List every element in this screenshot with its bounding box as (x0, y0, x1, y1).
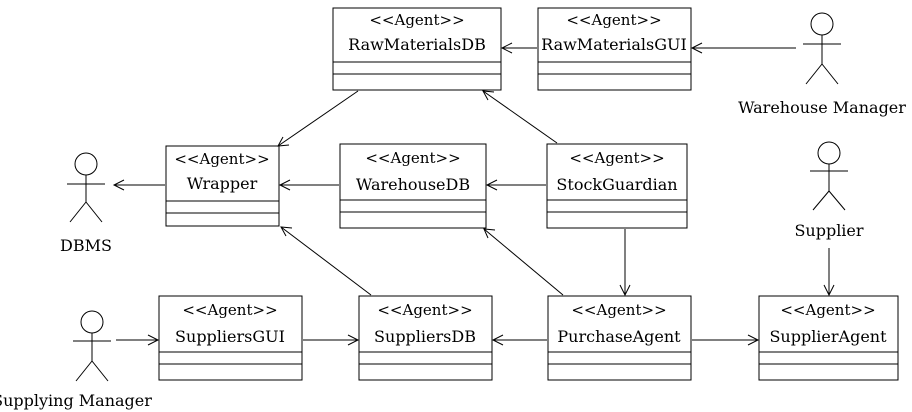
arrow-suppliers-gui-to-suppliers-db (303, 334, 360, 346)
agent-stereotype: <<Agent>> (377, 301, 472, 319)
agent-name: StockGuardian (556, 175, 677, 194)
agent-stock-guardian: <<Agent>> StockGuardian (546, 143, 688, 229)
actor-label-dbms: DBMS (60, 236, 112, 255)
agent-stereotype: <<Agent>> (571, 301, 666, 319)
actor-warehouse-manager (803, 12, 841, 85)
arrow-raw-materials-gui-to-raw-materials-db (500, 42, 537, 54)
arrow-wrapper-to-dbms (112, 179, 165, 191)
agent-name: Wrapper (187, 174, 258, 193)
agent-name: PurchaseAgent (557, 327, 681, 346)
agent-stereotype: <<Agent>> (569, 149, 664, 167)
actor-label-supplying-manager: Supplying Manager (0, 391, 152, 410)
arrow-supplier-to-supplier-agent (823, 248, 835, 297)
actor-label-warehouse-manager: Warehouse Manager (738, 98, 906, 117)
agent-raw-materials-gui: <<Agent>> RawMaterialsGUI (537, 7, 692, 91)
arrow-warehouse-manager-to-raw-materials-gui (690, 42, 796, 54)
agent-stereotype: <<Agent>> (182, 301, 277, 319)
agent-supplier-agent: <<Agent>> SupplierAgent (758, 295, 899, 381)
arrow-stock-guardian-to-purchase-agent (619, 229, 631, 297)
agent-raw-materials-db: <<Agent>> RawMaterialsDB (332, 7, 502, 91)
agent-warehouse-db: <<Agent>> WarehouseDB (339, 143, 487, 229)
actor-label-supplier: Supplier (794, 221, 863, 240)
arrow-purchase-agent-to-suppliers-db (491, 334, 547, 346)
agent-name: RawMaterialsGUI (541, 35, 687, 54)
arrow-supplying-manager-to-suppliers-gui (116, 334, 160, 346)
actor-supplying-manager (73, 310, 111, 382)
agent-name: SuppliersGUI (175, 327, 285, 346)
agent-stereotype: <<Agent>> (566, 11, 661, 29)
agent-stereotype: <<Agent>> (369, 11, 464, 29)
agent-wrapper: <<Agent>> Wrapper (165, 145, 280, 227)
agent-stereotype: <<Agent>> (365, 149, 460, 167)
agent-suppliers-gui: <<Agent>> SuppliersGUI (158, 295, 303, 381)
agent-stereotype: <<Agent>> (174, 150, 269, 168)
agent-name: SuppliersDB (374, 327, 476, 346)
agent-name: RawMaterialsDB (348, 35, 486, 54)
arrow-purchase-agent-to-supplier-agent (692, 334, 760, 346)
actor-supplier (810, 141, 848, 211)
arrow-warehouse-db-to-wrapper (278, 179, 339, 191)
actor-dbms (67, 152, 105, 223)
arrow-raw-materials-db-to-wrapper (277, 90, 359, 147)
arrow-purchase-agent-to-warehouse-db (483, 228, 564, 296)
arrow-stock-guardian-to-warehouse-db (485, 179, 546, 191)
agent-stereotype: <<Agent>> (780, 301, 875, 319)
agent-name: WarehouseDB (356, 175, 470, 194)
agent-name: SupplierAgent (769, 327, 887, 346)
arrow-stock-guardian-to-raw-materials-db (482, 90, 558, 144)
agent-purchase-agent: <<Agent>> PurchaseAgent (547, 295, 692, 381)
agent-suppliers-db: <<Agent>> SuppliersDB (358, 295, 493, 381)
arrow-suppliers-db-to-wrapper (280, 226, 372, 296)
